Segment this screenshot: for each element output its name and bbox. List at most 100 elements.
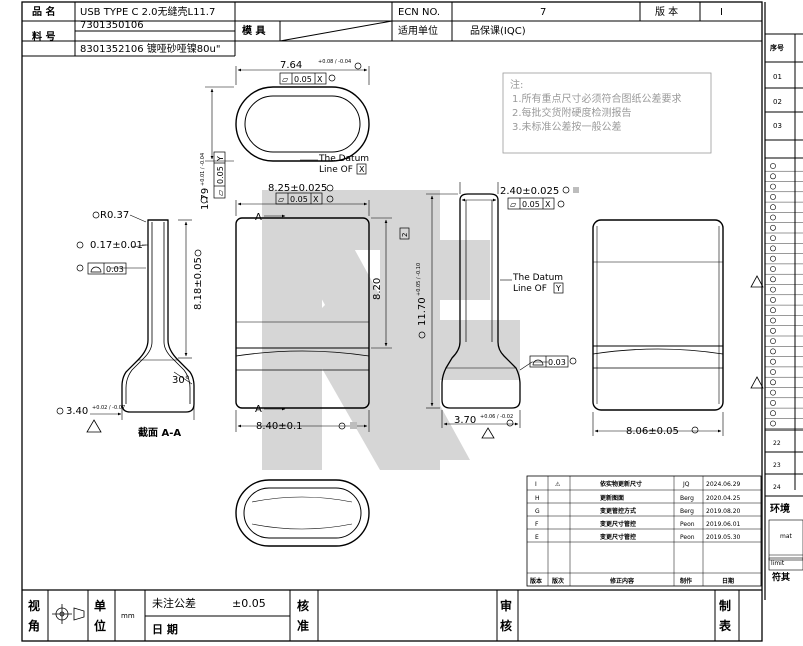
make-label-2: 表 bbox=[718, 618, 732, 633]
svg-text:变更管控方式: 变更管控方式 bbox=[600, 507, 636, 515]
datum-x-line1: The Datum bbox=[318, 154, 369, 164]
dim-w240: 2.40±0.025 bbox=[500, 186, 559, 197]
part-no-label: 料 号 bbox=[32, 30, 55, 43]
svg-text:X: X bbox=[545, 200, 551, 209]
dim-height-179-tol: +0.01 / -0.04 bbox=[200, 153, 206, 186]
svg-text:03: 03 bbox=[773, 122, 782, 130]
datum-y-line1: The Datum bbox=[512, 273, 563, 283]
dim-d370-tol: +0.06 / -0.02 bbox=[480, 414, 513, 420]
fcf-width-825: ⏥ 0.05 X bbox=[275, 192, 323, 205]
check-row-marker bbox=[770, 183, 776, 190]
note-2: 2.每批交货附硬度检测报告 bbox=[512, 106, 632, 119]
check-row-marker bbox=[770, 389, 776, 396]
section-aa-labels: R0.37 0.17±0.01 0.03 8.18±0.05 30° 3.40 … bbox=[56, 210, 204, 439]
svg-text:Peon: Peon bbox=[680, 521, 695, 528]
tol-label: 未注公差 bbox=[152, 596, 196, 610]
check-row-marker bbox=[770, 420, 776, 427]
ecn-value: 7 bbox=[540, 7, 546, 18]
check-row-marker bbox=[770, 163, 776, 169]
svg-text:E: E bbox=[535, 534, 539, 541]
dim-top-width-tol: +0.08 / -0.04 bbox=[318, 59, 351, 65]
svg-text:0.03: 0.03 bbox=[548, 358, 566, 367]
revision-row-5: E 变更尺寸管控 Peon 2019.05.30 bbox=[535, 533, 741, 541]
right-side-table: 序号 01 02 03 22 23 24 环境 mat limit 符其 bbox=[750, 2, 803, 600]
svg-text:I: I bbox=[535, 481, 537, 488]
unit-label: 适用单位 bbox=[398, 24, 438, 37]
bottom-view bbox=[235, 479, 370, 547]
tol-value: ±0.05 bbox=[232, 597, 266, 610]
check-row-marker bbox=[770, 204, 776, 211]
fcf-profile-003b: 0.03 bbox=[529, 355, 569, 368]
check-row-marker bbox=[770, 173, 776, 180]
make-label-1: 制 bbox=[719, 598, 731, 613]
check-row-marker bbox=[770, 235, 776, 241]
revision-row-4: F 变更尺寸管控 Peon 2019.06.01 bbox=[535, 520, 741, 528]
check-row-marker bbox=[770, 193, 776, 200]
section-aa-title: 截面 A-A bbox=[138, 426, 181, 439]
svg-text:mat: mat bbox=[780, 533, 793, 540]
revision-row-2: H 更新图面 Berg 2020.04.25 bbox=[535, 494, 741, 502]
revision-row-1: I ⚠ 依实物更新尺寸 JQ 2024.06.29 bbox=[535, 480, 741, 488]
box-2: 2 bbox=[401, 233, 409, 237]
datum-y-line2: Line OF bbox=[513, 284, 547, 294]
right-view bbox=[592, 219, 724, 436]
svg-text:更新图面: 更新图面 bbox=[600, 494, 624, 502]
check-row-marker bbox=[770, 255, 776, 262]
dim-h1170: 11.70 bbox=[417, 297, 428, 326]
mold-label: 模 具 bbox=[242, 24, 265, 37]
check-row-marker bbox=[770, 245, 776, 252]
check-row-marker bbox=[770, 276, 776, 283]
svg-text:0.05: 0.05 bbox=[216, 166, 225, 184]
svg-text:Peon: Peon bbox=[680, 534, 695, 541]
svg-text:X: X bbox=[317, 75, 323, 84]
dim-angle30: 30° bbox=[172, 375, 190, 386]
check-row-marker bbox=[770, 224, 776, 231]
check-row-marker bbox=[770, 317, 776, 324]
svg-text:22: 22 bbox=[773, 440, 781, 447]
revision-row-3: G 变更管控方式 Berg 2019.08.20 bbox=[535, 507, 741, 515]
title-block: 品 名 USB TYPE C 2.0无缝壳L11.7 料 号 730135010… bbox=[22, 2, 762, 57]
unit-label-2: 位 bbox=[94, 618, 106, 633]
notes-heading: 注: bbox=[510, 78, 523, 91]
svg-text:G: G bbox=[535, 508, 540, 515]
section-aa bbox=[90, 214, 195, 420]
dim-top-width-mark bbox=[354, 62, 362, 70]
dim-top-width: 7.64 bbox=[280, 60, 302, 71]
svg-text:JQ: JQ bbox=[682, 481, 690, 488]
svg-text:2019.06.01: 2019.06.01 bbox=[706, 521, 741, 528]
svg-text:变更尺寸管控: 变更尺寸管控 bbox=[600, 533, 636, 541]
bottom-bar: 视 角 单 位 mm 未注公差 ±0.05 日 期 核 准 审 核 制 表 bbox=[22, 589, 762, 641]
unit-value: 品保课(IQC) bbox=[470, 24, 526, 37]
top-view-labels: 7.64 +0.08 / -0.04 ⏥ 0.05 X 1.79 +0.01 /… bbox=[200, 59, 369, 210]
ecn-label: ECN NO. bbox=[398, 7, 440, 18]
product-name: USB TYPE C 2.0无缝壳L11.7 bbox=[80, 5, 215, 18]
dim-d340: 3.40 bbox=[66, 406, 88, 417]
view-label-2: 角 bbox=[28, 618, 40, 633]
svg-text:X: X bbox=[313, 195, 319, 204]
section-arrow-bottom: A bbox=[255, 404, 262, 415]
dim-w806: 8.06±0.05 bbox=[626, 426, 679, 437]
svg-text:⏥: ⏥ bbox=[510, 200, 517, 209]
check-label-2: 准 bbox=[297, 618, 309, 633]
top-view bbox=[205, 66, 370, 162]
datum-x-letter: X bbox=[359, 165, 365, 174]
dim-d340-tol: +0.02 / -0.07 bbox=[92, 405, 125, 411]
datum-y-letter: Y bbox=[555, 284, 561, 293]
svg-text:limit: limit bbox=[771, 560, 785, 567]
check-row-marker bbox=[770, 348, 776, 355]
revision-header: 版本 版次 修正内容 制作 日期 bbox=[529, 577, 734, 585]
check-row-marker bbox=[770, 338, 776, 344]
svg-text:依实物更新尺寸: 依实物更新尺寸 bbox=[600, 480, 642, 488]
svg-text:F: F bbox=[535, 521, 539, 528]
note-3: 3.未标准公差按一般公差 bbox=[512, 120, 622, 133]
right-table-header: 序号 bbox=[769, 43, 784, 52]
check-row-marker bbox=[770, 214, 776, 221]
fcf-profile-003: 0.03 bbox=[87, 262, 127, 275]
datum-x-line2: Line OF bbox=[319, 165, 353, 175]
notes-box: 注: 1.所有重点尺寸必须符合图纸公差要求 2.每批交货附硬度检测报告 3.未标… bbox=[502, 72, 712, 154]
check-row-marker bbox=[770, 379, 776, 386]
warning-icon-2 bbox=[481, 427, 495, 439]
review-label-1: 审 bbox=[500, 598, 512, 613]
dim-t017: 0.17±0.01 bbox=[90, 240, 143, 251]
svg-text:2020.04.25: 2020.04.25 bbox=[706, 495, 741, 502]
